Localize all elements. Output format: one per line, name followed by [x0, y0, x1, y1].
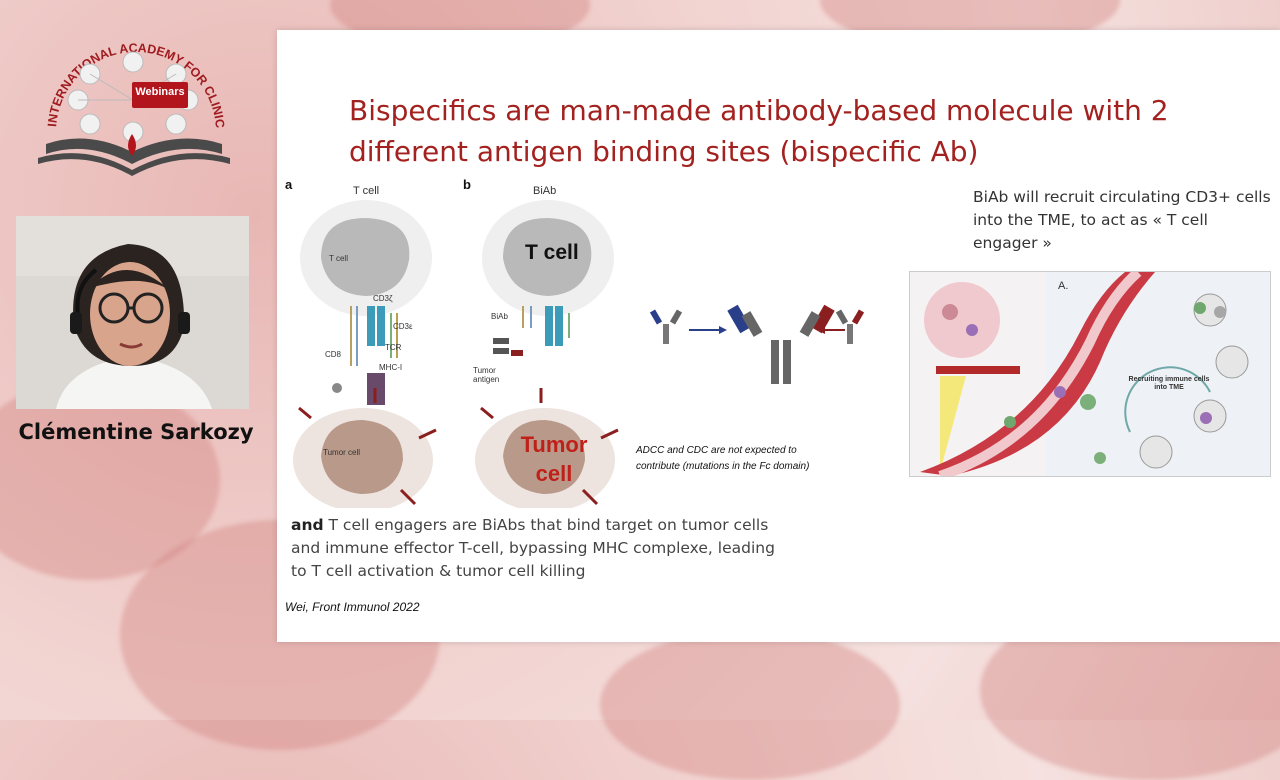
- slide-title-line-2: different antigen binding sites (bispeci…: [349, 135, 979, 168]
- tme-figure: A. Recruiting immune cells into TME: [909, 271, 1271, 477]
- tme-description: BiAb will recruit circulating CD3+ cells…: [973, 188, 1271, 252]
- tumor-antigen-line-2: antigen: [473, 375, 500, 384]
- panel-a-tumor-label: Tumor cell: [323, 448, 361, 457]
- tumor-big-line-1: Tumor: [520, 432, 588, 457]
- svg-text:INTERNATIONAL ACADEMY FOR CLIN: INTERNATIONAL ACADEMY FOR CLINICAL HEMAT…: [28, 22, 227, 129]
- cd3e-label: CD3ε: [393, 322, 413, 331]
- panel-b-header: BiAb: [533, 185, 557, 197]
- panel-b-diagram: [475, 200, 619, 508]
- tumor-big-line-2: cell: [535, 461, 573, 486]
- adcc-note: ADCC and CDC are not expected to contrib…: [636, 445, 810, 472]
- slide-body-text: and T cell engagers are BiAbs that bind …: [291, 514, 791, 583]
- biab-label: BiAb: [491, 312, 508, 321]
- speaker-video: [16, 216, 249, 409]
- webinars-badge: Webinars: [135, 86, 185, 98]
- tcr-label: TCR: [385, 343, 402, 352]
- panel-b-tcell-label: T cell: [525, 241, 579, 264]
- citation: Wei, Front Immunol 2022: [285, 600, 420, 614]
- tumor-antigen-label: Tumor antigen: [473, 366, 499, 384]
- slide-title: Bispecifics are man-made antibody-based …: [349, 90, 1189, 172]
- speaker-name: Clémentine Sarkozy: [18, 420, 254, 444]
- panel-a-diagram: [293, 200, 437, 508]
- tme-panel-label: A.: [1058, 280, 1069, 292]
- tme-caption: Recruiting immune cells into TME: [1128, 376, 1210, 391]
- body-bold-word: and: [291, 516, 324, 534]
- presentation-slide: Bispecifics are man-made antibody-based …: [277, 30, 1280, 642]
- panel-b-letter: b: [463, 177, 471, 192]
- logo-arc-text: INTERNATIONAL ACADEMY FOR CLINICAL HEMAT…: [23, 11, 227, 129]
- mhc-label: MHC-I: [379, 363, 403, 372]
- panel-a-header: T cell: [353, 185, 380, 197]
- panel-a-tcell-label: T cell: [329, 254, 348, 263]
- cd3z-label: CD3ζ: [373, 294, 393, 303]
- background-cell: [0, 380, 220, 580]
- background-cell: [600, 630, 900, 780]
- slide-title-line-1: Bispecifics are man-made antibody-based …: [349, 94, 1169, 127]
- academy-logo: INTERNATIONAL ACADEMY FOR CLINICAL HEMAT…: [23, 11, 240, 198]
- body-rest: T cell engagers are BiAbs that bind targ…: [291, 516, 775, 580]
- bispecific-antibody-diagram: [649, 304, 865, 384]
- panel-b-tumor-label: Tumor cell: [509, 430, 599, 488]
- panel-a-letter: a: [285, 177, 293, 192]
- cd8-label: CD8: [325, 350, 342, 359]
- tumor-antigen-line-1: Tumor: [473, 366, 496, 375]
